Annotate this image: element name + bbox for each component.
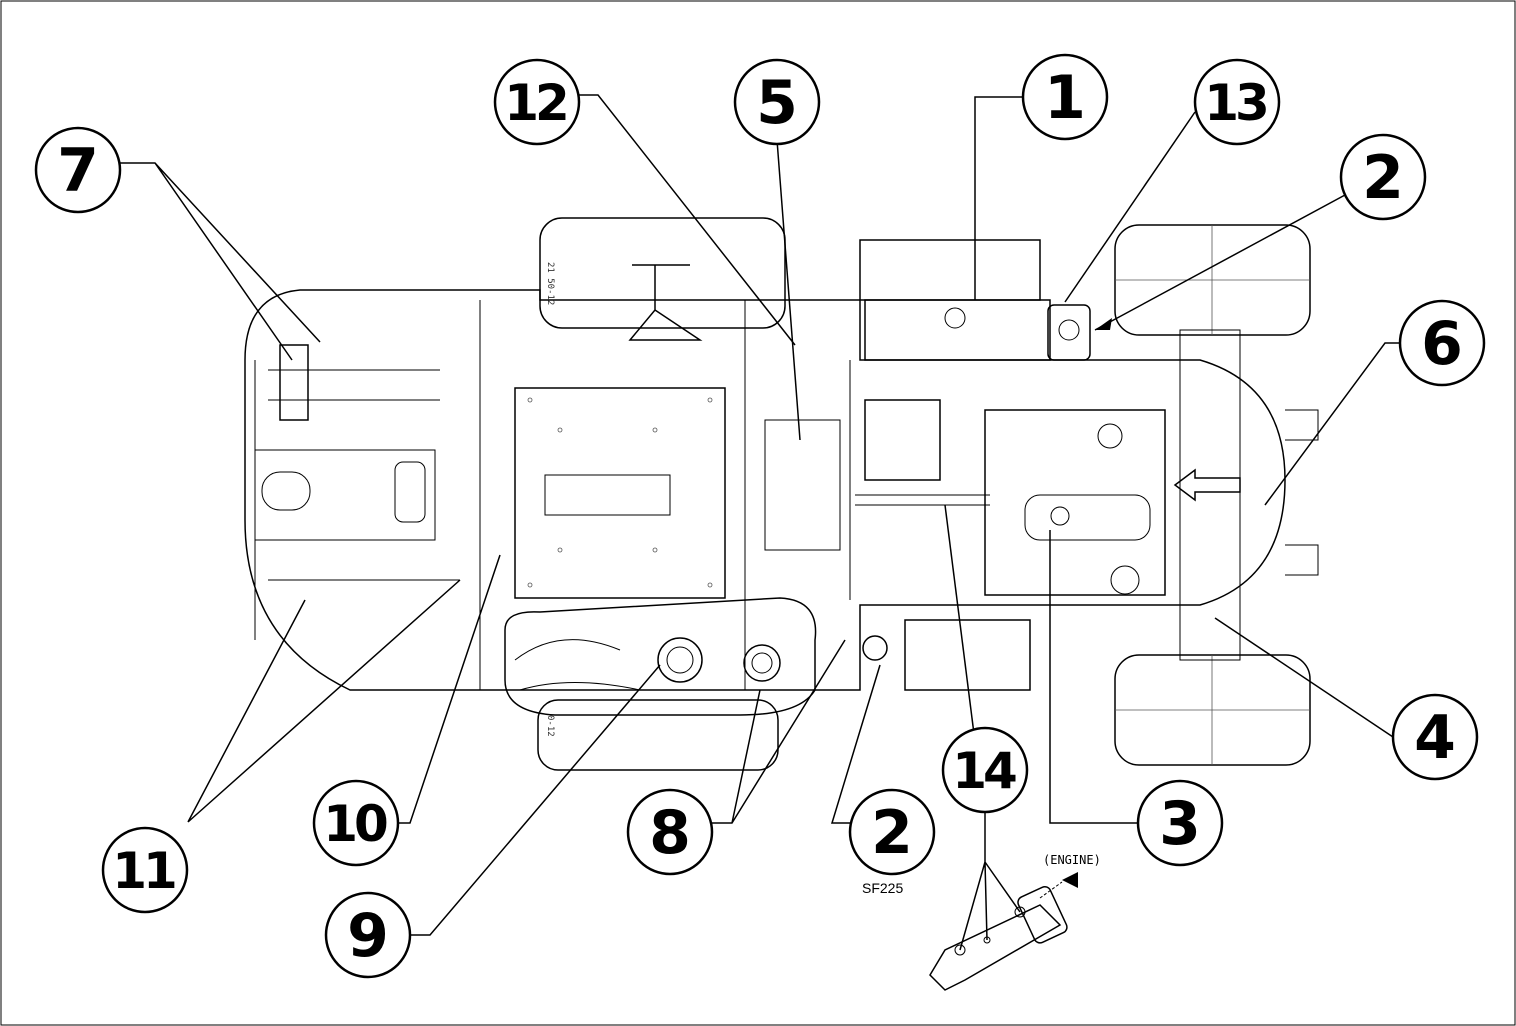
callout-label-5: 5 bbox=[756, 68, 798, 138]
callout-10: 10 bbox=[312, 779, 400, 867]
tire-rear-left bbox=[539, 217, 786, 329]
callout-3: 3 bbox=[1136, 779, 1224, 867]
hour-meter bbox=[862, 635, 888, 661]
engine-label: (ENGINE) bbox=[1043, 853, 1101, 867]
callout-6: 6 bbox=[1398, 299, 1486, 387]
callout-14: 14 bbox=[941, 726, 1029, 814]
leader-lines bbox=[120, 94, 1400, 951]
fuel-cap bbox=[657, 637, 703, 683]
transmission bbox=[864, 399, 941, 481]
callout-12: 12 bbox=[493, 58, 581, 146]
callout-label-7: 7 bbox=[57, 136, 99, 206]
tire-rear-right bbox=[537, 699, 779, 771]
callout-label-4: 4 bbox=[1414, 703, 1456, 773]
callout-13: 13 bbox=[1193, 58, 1281, 146]
drive-shaft-detail bbox=[929, 872, 1078, 991]
callout-2-bottom: 2 bbox=[848, 788, 936, 876]
battery bbox=[859, 239, 1041, 301]
engine-direction-arrow bbox=[1062, 872, 1078, 888]
callout-11: 11 bbox=[101, 826, 189, 914]
callout-label-12: 12 bbox=[504, 74, 566, 132]
callout-label-2-bottom: 2 bbox=[871, 798, 913, 868]
deck-plate bbox=[514, 387, 726, 599]
callout-label-9: 9 bbox=[347, 901, 389, 971]
callout-label-1: 1 bbox=[1044, 63, 1086, 133]
callout-label-3: 3 bbox=[1159, 789, 1201, 859]
callout-label-11: 11 bbox=[112, 842, 175, 900]
tire-size-label-top: 21 50-12 bbox=[545, 262, 555, 305]
callout-label-6: 6 bbox=[1421, 309, 1463, 379]
callout-8: 8 bbox=[626, 788, 714, 876]
tire-size-label-bottom: 0-12 bbox=[545, 715, 555, 737]
callout-label-13: 13 bbox=[1204, 74, 1266, 132]
callout-4: 4 bbox=[1391, 693, 1479, 781]
callout-2-top: 2 bbox=[1339, 133, 1427, 221]
engine-block bbox=[984, 409, 1166, 596]
callout-5: 5 bbox=[733, 58, 821, 146]
vehicle-chassis: 21 50-12 0-12 bbox=[244, 217, 1319, 771]
callout-label-14: 14 bbox=[952, 742, 1016, 800]
figure-code-label: SF225 bbox=[862, 880, 903, 896]
callout-1: 1 bbox=[1021, 53, 1109, 141]
callout-label-2-top: 2 bbox=[1362, 143, 1404, 213]
callout-7: 7 bbox=[34, 126, 122, 214]
callout-label-8: 8 bbox=[649, 798, 691, 868]
rear-control bbox=[279, 344, 309, 421]
callout-label-10: 10 bbox=[323, 795, 387, 853]
callout-9: 9 bbox=[324, 891, 412, 979]
